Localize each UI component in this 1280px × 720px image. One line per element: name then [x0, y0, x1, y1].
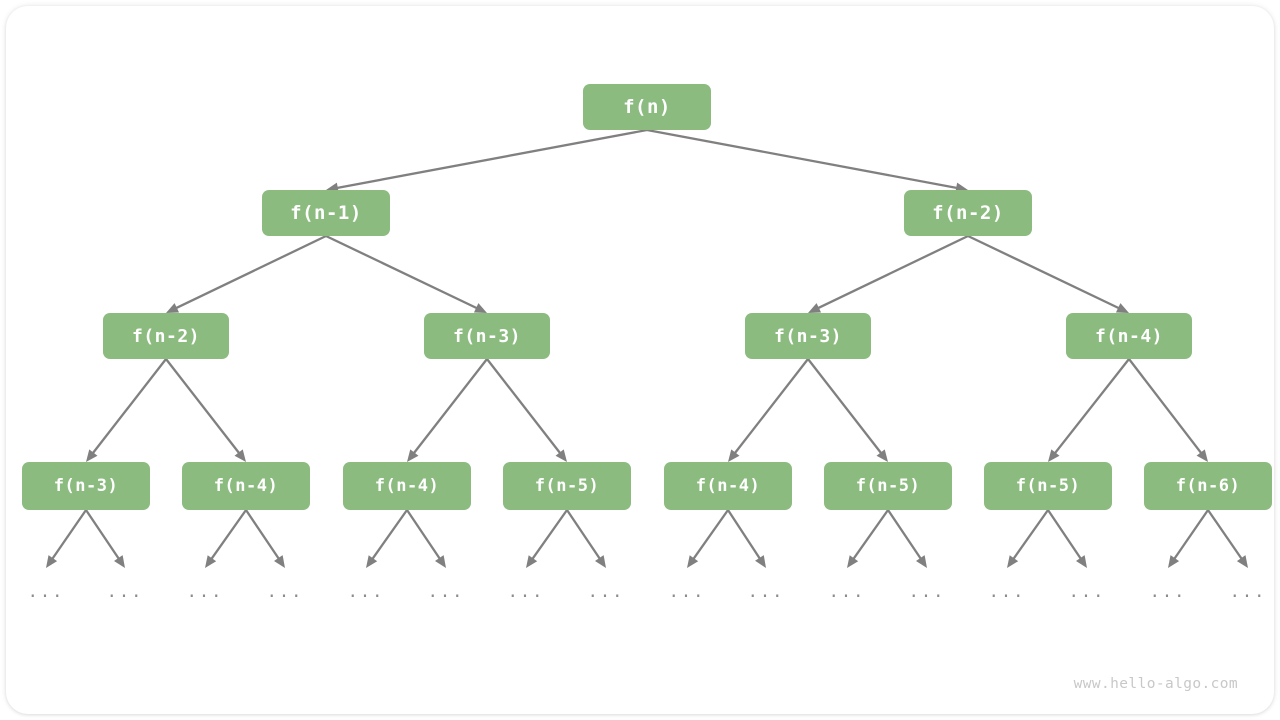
tree-node-label: f(n-5) [855, 476, 921, 496]
leaf-edge-n7-0 [46, 509, 87, 568]
tree-node-label: f(n-3) [53, 476, 119, 496]
leaf-edge-n8-2 [205, 509, 247, 568]
ellipsis-marker: ... [668, 582, 706, 602]
tree-node-n5: f(n-3) [745, 313, 871, 359]
tree-node-label: f(n-5) [534, 476, 600, 496]
tree-node-label: f(n) [623, 96, 671, 118]
tree-node-n6: f(n-4) [1066, 313, 1192, 359]
tree-node-n2: f(n-2) [904, 190, 1032, 236]
leaf-edge-n13-13 [1047, 509, 1087, 568]
diagram-card: f(n) f(n-1) f(n-2) f(n-2) f(n-3) f(n-3) f(n-4)… [6, 6, 1274, 714]
edge-n0-to-n2 [646, 128, 968, 193]
edge-n4-to-n9 [407, 358, 488, 462]
ellipsis-marker: ... [587, 582, 625, 602]
edge-n0-to-n1 [326, 128, 648, 193]
ellipsis-marker: ... [747, 582, 785, 602]
edge-n1-to-n3 [166, 234, 327, 313]
edge-n4-to-n10 [486, 358, 567, 462]
edge-n2-to-n5 [808, 234, 969, 313]
edge-n1-to-n4 [325, 234, 487, 313]
tree-node-label: f(n-4) [695, 476, 761, 496]
tree-node-label: f(n-6) [1175, 476, 1241, 496]
tree-node-label: f(n-4) [1094, 325, 1164, 347]
tree-node-label: f(n-2) [131, 325, 201, 347]
tree-node-n9: f(n-4) [343, 462, 471, 510]
edge-n3-to-n8 [165, 358, 246, 462]
leaf-edge-n7-1 [85, 509, 125, 568]
tree-node-label: f(n-5) [1015, 476, 1081, 496]
ellipsis-marker: ... [828, 582, 866, 602]
ellipsis-marker: ... [507, 582, 545, 602]
leaf-edge-n11-8 [687, 509, 729, 568]
tree-node-n4: f(n-3) [424, 313, 550, 359]
ellipsis-marker: ... [266, 582, 304, 602]
leaf-edge-n9-5 [406, 509, 446, 568]
leaf-edge-n10-6 [526, 509, 568, 568]
leaf-edge-n14-15 [1207, 509, 1248, 568]
tree-node-n0: f(n) [583, 84, 711, 130]
leaf-edge-n14-14 [1168, 509, 1209, 568]
ellipsis-marker: ... [427, 582, 465, 602]
ellipsis-marker: ... [1068, 582, 1106, 602]
tree-node-label: f(n-4) [374, 476, 440, 496]
tree-node-label: f(n-2) [932, 202, 1004, 224]
leaf-edge-n12-11 [887, 509, 927, 568]
edge-n3-to-n7 [86, 358, 167, 462]
watermark-label: www.hello-algo.com [1073, 676, 1238, 692]
tree-node-label: f(n-1) [290, 202, 362, 224]
tree-node-n14: f(n-6) [1144, 462, 1272, 510]
edge-n5-to-n12 [807, 358, 888, 462]
leaf-edge-n8-3 [245, 509, 285, 568]
edge-n6-to-n13 [1048, 358, 1130, 462]
ellipsis-marker: ... [347, 582, 385, 602]
leaf-edge-n10-7 [566, 509, 606, 568]
tree-node-label: f(n-3) [773, 325, 843, 347]
tree-node-n3: f(n-2) [103, 313, 229, 359]
tree-node-n12: f(n-5) [824, 462, 952, 510]
tree-node-label: f(n-4) [213, 476, 279, 496]
tree-node-label: f(n-3) [452, 325, 522, 347]
tree-node-n10: f(n-5) [503, 462, 631, 510]
ellipsis-marker: ... [186, 582, 224, 602]
leaf-edge-n13-12 [1007, 509, 1049, 568]
ellipsis-marker: ... [1149, 582, 1187, 602]
edge-n5-to-n11 [728, 358, 809, 462]
ellipsis-marker: ... [1229, 582, 1267, 602]
tree-node-n13: f(n-5) [984, 462, 1112, 510]
edge-n6-to-n14 [1128, 358, 1208, 462]
leaf-edge-n11-9 [727, 509, 766, 568]
ellipsis-marker: ... [106, 582, 144, 602]
leaf-edge-n9-4 [366, 509, 408, 568]
tree-node-n8: f(n-4) [182, 462, 310, 510]
tree-node-n1: f(n-1) [262, 190, 390, 236]
tree-node-n11: f(n-4) [664, 462, 792, 510]
leaf-edge-n12-10 [847, 509, 889, 568]
ellipsis-marker: ... [988, 582, 1026, 602]
tree-node-n7: f(n-3) [22, 462, 150, 510]
edge-n2-to-n6 [967, 234, 1129, 313]
ellipsis-marker: ... [27, 582, 65, 602]
ellipsis-marker: ... [908, 582, 946, 602]
